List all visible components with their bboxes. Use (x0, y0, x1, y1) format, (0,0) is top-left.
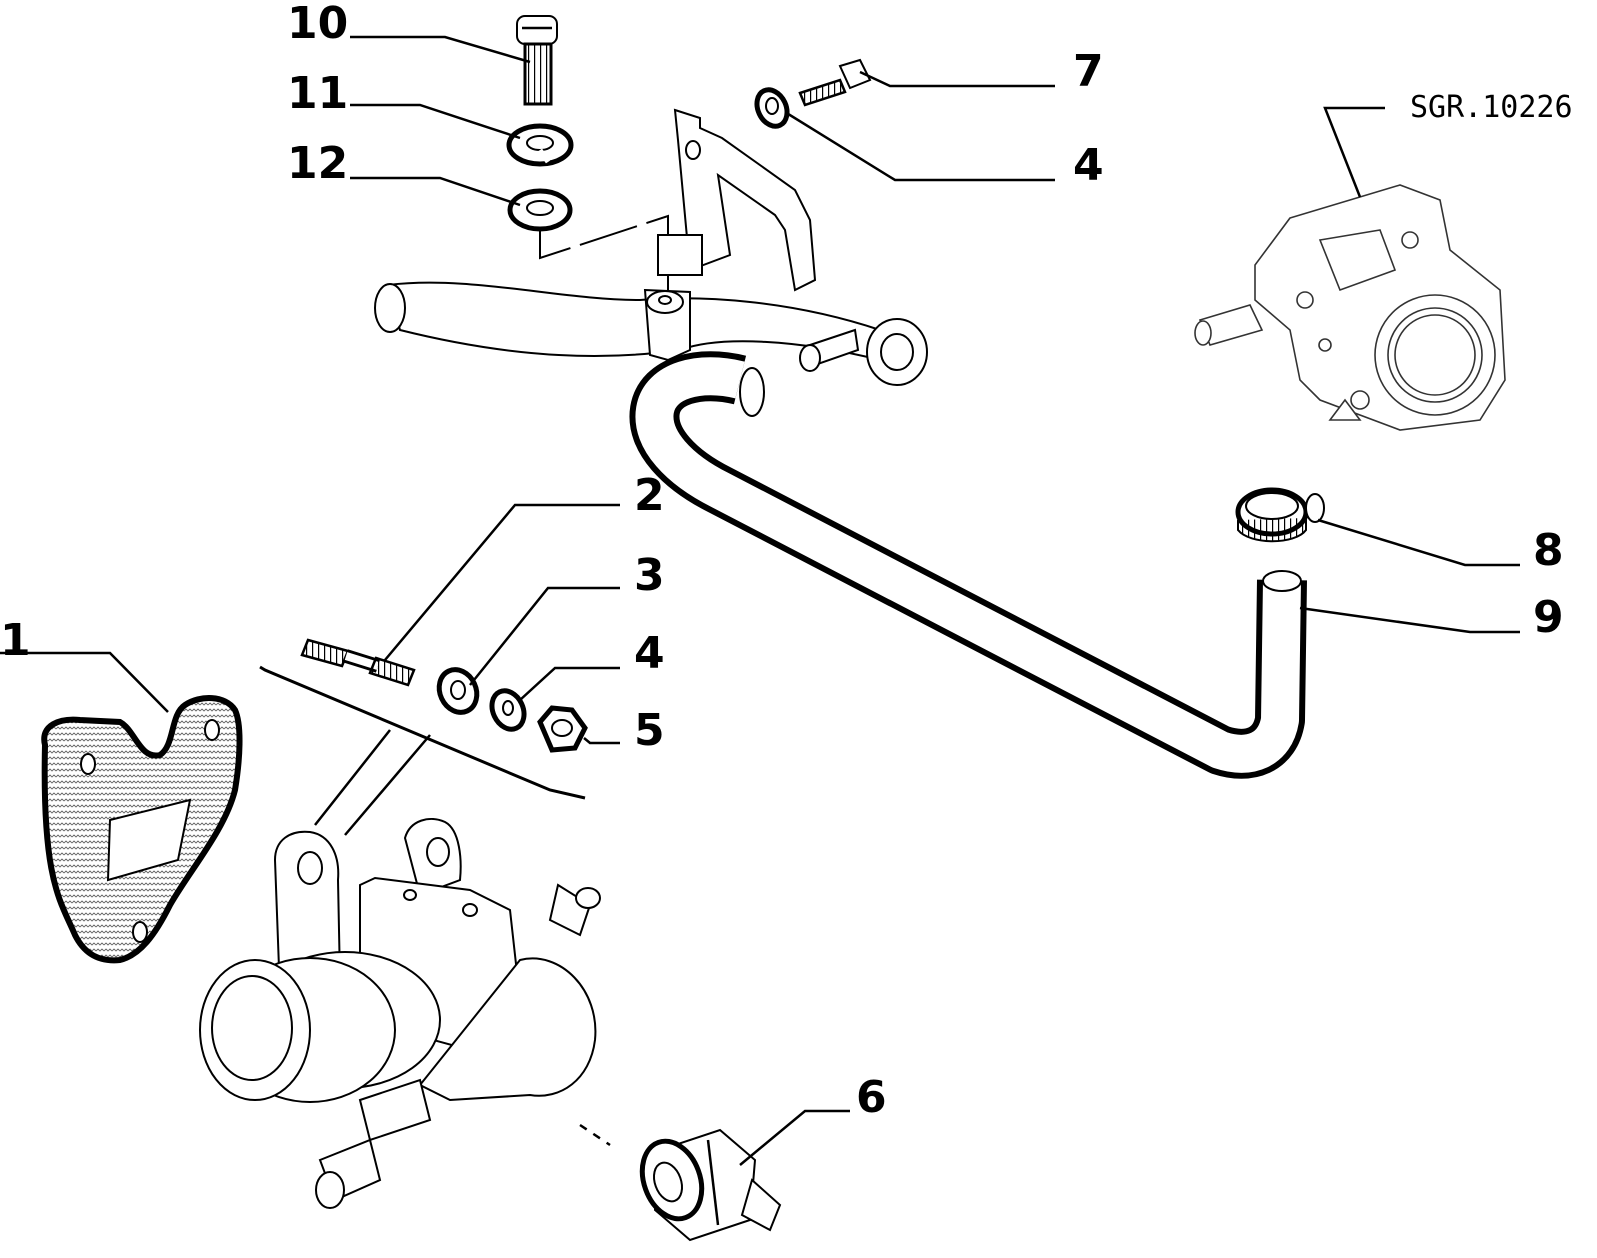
callout-10: 10 (287, 0, 348, 49)
callout-9: 9 (1533, 592, 1564, 643)
metal-pipe-bracket[interactable] (374, 108, 928, 386)
split-washer-4[interactable] (486, 686, 530, 735)
stud-2[interactable] (300, 638, 416, 687)
callout-8: 8 (1533, 525, 1564, 576)
hose-clamp-8[interactable] (1235, 487, 1325, 543)
washer-3[interactable] (432, 663, 483, 718)
split-washer-11[interactable] (506, 123, 574, 167)
callout-4-mid: 4 (634, 628, 665, 679)
washer-4-top[interactable] (751, 85, 792, 131)
callout-6: 6 (856, 1072, 887, 1123)
callout-4-top: 4 (1073, 140, 1104, 191)
bolt-10[interactable] (516, 15, 558, 106)
thermostat-housing[interactable] (199, 818, 611, 1209)
callout-11: 11 (287, 68, 348, 119)
leader-lines (0, 35, 1520, 1166)
callout-7: 7 (1073, 46, 1104, 97)
temperature-sensor-6[interactable] (632, 1128, 782, 1242)
throttle-body-reference (1194, 184, 1506, 431)
callout-2: 2 (634, 470, 665, 521)
screw-7[interactable] (798, 58, 872, 107)
flat-washer-12[interactable] (507, 188, 573, 232)
callout-3: 3 (634, 550, 665, 601)
rubber-hose-9[interactable] (629, 351, 1307, 779)
callout-1: 1 (0, 615, 31, 666)
drawing-reference: SGR.10226 (1410, 90, 1573, 125)
callout-12: 12 (287, 138, 348, 189)
callout-5: 5 (634, 705, 665, 756)
gasket-1[interactable] (41, 695, 243, 964)
nut-5[interactable] (537, 705, 588, 753)
